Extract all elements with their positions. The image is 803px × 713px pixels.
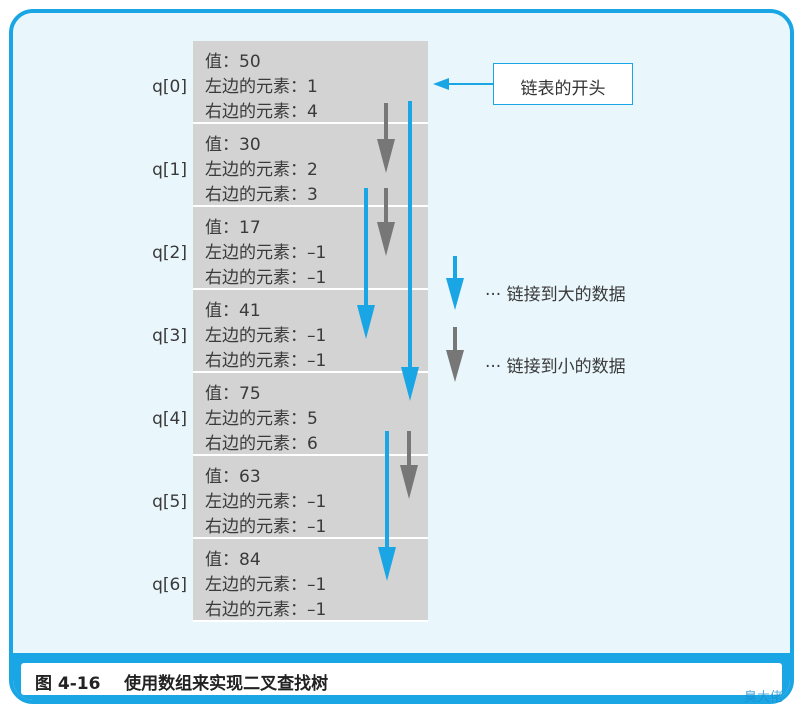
- caption-box: 图 4-16 使用数组来实现二叉查找树: [21, 663, 782, 695]
- array-cell-q3: 值：41 左边的元素：–1 右边的元素：–1: [193, 290, 428, 373]
- index-label-q5: q[5]: [152, 492, 187, 512]
- figure-frame: q[0] q[1] q[2] q[3] q[4] q[5] q[6] 值：50 …: [9, 9, 794, 704]
- node-value: 值：75: [205, 384, 261, 404]
- node-right-link: 右边的元素：3: [205, 185, 318, 205]
- array-column: 值：50 左边的元素：1 右边的元素：4 值：30 左边的元素：2 右边的元素：…: [193, 41, 428, 622]
- node-value: 值：17: [205, 218, 261, 238]
- legend-smaller-text: ··· 链接到小的数据: [485, 357, 626, 377]
- node-left-link: 左边的元素：–1: [205, 575, 327, 595]
- array-cell-q2: 值：17 左边的元素：–1 右边的元素：–1: [193, 207, 428, 290]
- node-right-link: 右边的元素：–1: [205, 351, 327, 371]
- node-left-link: 左边的元素：2: [205, 160, 318, 180]
- start-pointer-arrow: [433, 78, 493, 90]
- index-label-q3: q[3]: [152, 326, 187, 346]
- index-label-q4: q[4]: [152, 409, 187, 429]
- node-right-link: 右边的元素：6: [205, 434, 318, 454]
- arrow-q0-to-q1: [377, 103, 395, 173]
- legend-smaller-arrow: [446, 327, 464, 382]
- list-start-label: 链表的开头: [520, 79, 606, 99]
- node-value: 值：41: [205, 301, 261, 321]
- node-right-link: 右边的元素：–1: [205, 268, 327, 288]
- node-left-link: 左边的元素：–1: [205, 492, 327, 512]
- node-left-link: 左边的元素：–1: [205, 326, 327, 346]
- watermark-text: 臭大佬: [744, 690, 784, 705]
- node-value: 值：50: [205, 52, 261, 72]
- node-value: 值：84: [205, 550, 261, 570]
- index-label-q0: q[0]: [152, 77, 187, 97]
- node-right-link: 右边的元素：–1: [205, 600, 327, 620]
- node-right-link: 右边的元素：4: [205, 102, 318, 122]
- node-left-link: 左边的元素：–1: [205, 243, 327, 263]
- arrow-q4-to-q5: [400, 431, 418, 499]
- caption-bar: 图 4-16 使用数组来实现二叉查找树: [13, 653, 790, 700]
- index-label-q1: q[1]: [152, 160, 187, 180]
- array-cell-q0: 值：50 左边的元素：1 右边的元素：4: [193, 41, 428, 124]
- arrow-q1-to-q2: [377, 188, 395, 256]
- arrow-q0-to-q4: [401, 101, 419, 401]
- node-left-link: 左边的元素：1: [205, 77, 318, 97]
- arrow-q1-to-q3: [357, 188, 375, 339]
- list-start-box: 链表的开头: [493, 63, 633, 105]
- index-label-q6: q[6]: [152, 575, 187, 595]
- figure-caption: 图 4-16 使用数组来实现二叉查找树: [35, 674, 329, 694]
- node-left-link: 左边的元素：5: [205, 409, 318, 429]
- diagram-area: q[0] q[1] q[2] q[3] q[4] q[5] q[6] 值：50 …: [13, 13, 790, 653]
- arrow-q4-to-q6: [378, 431, 396, 581]
- node-value: 值：63: [205, 467, 261, 487]
- array-cell-q1: 值：30 左边的元素：2 右边的元素：3: [193, 124, 428, 207]
- node-value: 值：30: [205, 135, 261, 155]
- link-arrows: [357, 78, 493, 581]
- legend-larger-arrow: [446, 256, 464, 310]
- index-label-q2: q[2]: [152, 243, 187, 263]
- legend-larger-text: ··· 链接到大的数据: [485, 285, 626, 305]
- node-right-link: 右边的元素：–1: [205, 517, 327, 537]
